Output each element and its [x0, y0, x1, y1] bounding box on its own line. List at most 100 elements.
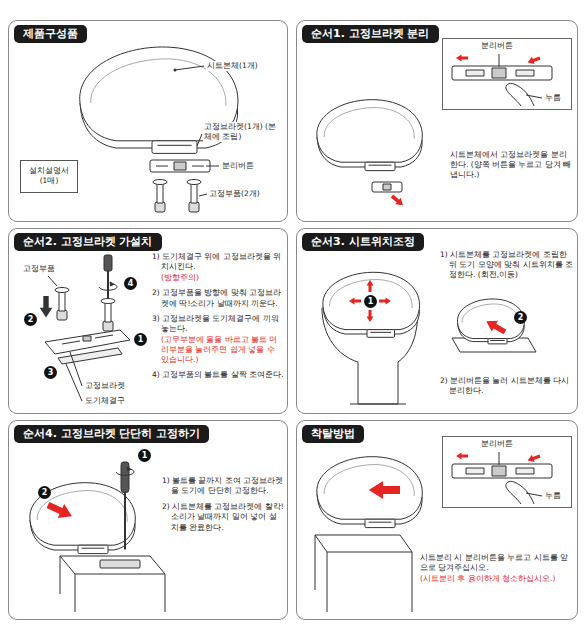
bracket-preinstall-drawing	[99, 282, 117, 290]
bracket-preinstall-drawing	[83, 336, 91, 341]
bracket-fix-drawing	[116, 467, 134, 475]
callout-number: 1	[138, 449, 151, 462]
manual-label: 설치설명서 (1매)	[26, 166, 72, 186]
seat-adjust-drawing	[349, 298, 361, 305]
bracket-fix-drawing	[30, 462, 165, 612]
instruction-text: 시트분리 시 분리버튼을 누르고 시트를 앞으로 당겨주십시오.	[420, 553, 574, 573]
caution-text: (방향주의)	[152, 273, 284, 283]
seat-detach-drawing	[315, 535, 412, 552]
bracket-preinstall-drawing	[55, 288, 69, 321]
callout-number: 1	[134, 333, 147, 346]
instruction-text: 2) 고정부품을 방향에 맞춰 고정브라켓에 딱!소리가 날때까지 끼운다.	[152, 288, 284, 308]
seat-adjust-drawing	[483, 316, 508, 338]
panel-heading: 순서1. 고정브라켓 분리	[302, 25, 439, 43]
instruction-text: 1) 볼트를 끝까지 조여 고정브라켓을 도기에 단단히 고정한다.	[162, 476, 284, 496]
action-label: 누름	[544, 93, 562, 103]
part-label: 고정브라켓	[84, 381, 126, 391]
bracket-removal-drawing	[383, 184, 391, 190]
seat-detach-drawing	[369, 481, 400, 499]
product-parts-drawing	[192, 166, 204, 167]
seat-adjust-drawing	[379, 298, 391, 305]
bracket-preinstall-drawing	[40, 296, 53, 318]
callout-number: 2	[514, 311, 527, 324]
bracket-preinstall-drawing	[70, 352, 82, 386]
part-label: 고정부품	[22, 264, 56, 274]
bracket-fix-drawing	[165, 574, 166, 612]
step-panel: 순서2. 고정브라켓 가설치1) 도기체결구 위에 고정브라켓을 위치시킨다.(…	[8, 228, 288, 414]
seat-adjust-drawing	[350, 404, 406, 405]
step-panel: 순서3. 시트위치조정 1) 시트본체를 고정브라켓에 조립한 뒤 도기 모양에 …	[296, 228, 578, 414]
part-label: 분리버튼	[480, 41, 514, 51]
instruction-text: 1) 도기체결구 위에 고정브라켓을 위치시킨다.	[152, 252, 284, 272]
bracket-fix-drawing	[45, 498, 75, 523]
seat-detach-drawing	[317, 457, 423, 528]
detail-inset: 분리버튼누름	[442, 38, 572, 110]
product-parts-drawing	[174, 162, 186, 170]
bracket-preinstall-drawing	[48, 276, 57, 286]
bracket-preinstall-drawing	[66, 364, 82, 401]
instruction-text: 1) 시트본체를 고정브라켓에 조립한 뒤 도기 모양에 맞춰 시트위치를 조정…	[440, 250, 574, 280]
bracket-preinstall-drawing	[40, 255, 130, 401]
product-parts-drawing	[206, 166, 219, 167]
part-label: 고정브라켓(1개) (본체에 조립)	[203, 122, 277, 142]
product-parts-drawing	[156, 166, 168, 167]
bracket-fix-drawing	[100, 560, 140, 568]
seat-detach-drawing	[327, 552, 328, 612]
callout-number: 2	[24, 313, 37, 326]
part-label: 고정부품(2개)	[208, 189, 261, 199]
callout-number: 1	[364, 295, 377, 308]
product-parts-drawing	[175, 66, 204, 70]
action-label: 누름	[544, 491, 562, 501]
caution-text: (시트분리 후 용이하게 청소하십시오.)	[420, 574, 574, 584]
panel-heading: 순서2. 고정브라켓 가설치	[14, 233, 162, 251]
seat-detach-drawing	[315, 452, 552, 612]
bracket-preinstall-drawing	[95, 335, 113, 338]
bracket-fix-drawing	[60, 556, 165, 574]
seat-adjust-drawing	[323, 272, 420, 337]
panel-heading: 제품구성품	[14, 25, 87, 43]
step-panel: 분리버튼누름순서1. 고정브라켓 분리시트본체에서 고정브라켓을 분리한다. (…	[296, 20, 578, 222]
bracket-fix-drawing	[60, 556, 61, 594]
bracket-preinstall-drawing	[104, 255, 112, 301]
caution-text: (고무부분에 물을 바르고 볼트 머리부분을 눌러주면 쉽게 넣을 수 있습니다…	[152, 335, 284, 365]
bracket-removal-drawing	[389, 193, 405, 209]
seat-detach-drawing	[315, 535, 316, 590]
product-parts-drawing	[199, 194, 207, 196]
product-parts-drawing	[187, 180, 201, 213]
instruction-text: 2) 시트본체를 고정브라켓에 찰칵! 소리가 날때까지 밀어 넣어 설치를 완…	[162, 502, 284, 532]
instruction-text: 시트본체에서 고정브라켓을 분리한다. (양쪽 버튼을 누르고 당겨 빼냅니다.…	[450, 150, 572, 180]
panel-heading: 순서3. 시트위치조정	[302, 233, 424, 251]
bracket-removal-drawing	[452, 54, 552, 106]
product-parts-drawing	[150, 160, 210, 172]
callout-number: 3	[44, 366, 57, 379]
panel-heading: 순서4. 고정브라켓 단단히 고정하기	[14, 425, 209, 443]
seat-adjust-drawing	[367, 310, 374, 322]
part-label: 분리버튼	[221, 161, 255, 171]
seat-adjust-drawing	[457, 299, 524, 344]
seat-detach-drawing	[412, 552, 413, 612]
bracket-removal-drawing	[372, 182, 402, 192]
bracket-preinstall-drawing	[101, 299, 115, 332]
bracket-fix-drawing	[30, 483, 136, 554]
step-panel: 분리버튼누름 착탈방법시트분리 시 분리버튼을 누르고 시트를 앞으로 당겨주십시…	[296, 420, 578, 620]
product-parts-drawing	[197, 134, 202, 146]
bracket-removal-drawing	[317, 54, 552, 208]
bracket-fix-drawing	[75, 574, 76, 612]
instruction-text: 3) 고정브라켓을 도기체결구에 끼워놓는다.	[152, 314, 284, 334]
instruction-text: 2) 분리버튼을 눌러 시트본체를 다시 분리한다.	[440, 376, 574, 396]
detail-inset: 분리버튼누름	[442, 436, 572, 508]
part-label: 도기체결구	[84, 396, 126, 406]
part-label: 시트본체(1개)	[206, 61, 259, 71]
bracket-preinstall-drawing	[62, 341, 80, 344]
seat-adjust-drawing	[367, 280, 374, 292]
manual-box: 설치설명서 (1매)	[20, 160, 78, 193]
callout-number: 4	[124, 277, 137, 290]
bracket-removal-drawing	[317, 100, 423, 171]
callout-number: 2	[38, 486, 51, 499]
bracket-preinstall-drawing	[45, 330, 130, 354]
part-label: 분리버튼	[480, 439, 514, 449]
panel-heading: 착탈방법	[302, 425, 364, 443]
instruction-text: 4) 고정부품의 볼트를 살짝 조여준다.	[152, 370, 284, 380]
seat-detach-drawing	[452, 452, 552, 504]
